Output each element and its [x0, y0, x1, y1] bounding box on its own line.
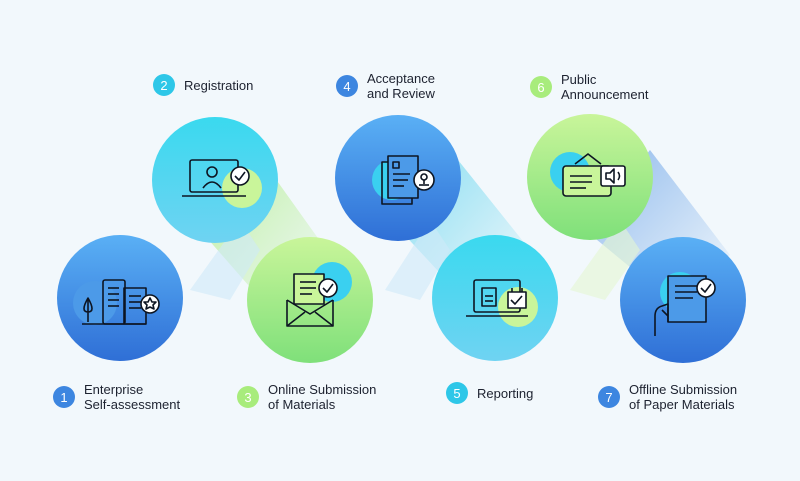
step-3-node — [247, 237, 373, 363]
step-7-subtitle: of Paper Materials — [629, 397, 735, 412]
step-2-node — [152, 117, 278, 243]
laptop-user-check-icon — [182, 159, 250, 197]
step-2-number: 2 — [153, 74, 175, 96]
connector-trail-5-4 — [385, 220, 450, 300]
step-1-number: 1 — [53, 386, 75, 408]
step-5-label: 5 Reporting — [446, 382, 533, 404]
step-3-number: 3 — [237, 386, 259, 408]
step-3-label: 3 Online Submission of Materials — [237, 382, 376, 412]
step-4-number: 4 — [336, 75, 358, 97]
step-6-label: 6 Public Announcement — [530, 72, 648, 102]
step-1-title: Enterprise — [84, 382, 144, 397]
step-5-title: Reporting — [477, 385, 534, 401]
documents-stamp-icon — [381, 155, 435, 205]
connector-trail-7-6 — [570, 220, 640, 300]
hand-document-check-icon — [654, 275, 716, 336]
board-speaker-icon — [562, 153, 626, 197]
step-6-title: Public — [561, 72, 597, 87]
step-1-node — [57, 235, 183, 361]
step-7-node — [620, 237, 746, 363]
step-1-label: 1 Enterprise Self-assessment — [53, 382, 180, 412]
step-4-label: 4 Acceptance and Review — [336, 71, 435, 101]
step-3-title: Online Submission — [268, 382, 377, 397]
step-2-label: 2 Registration — [153, 74, 253, 96]
step-6-number: 6 — [530, 76, 552, 98]
step-6-node — [527, 114, 653, 240]
step-5-node — [432, 235, 558, 361]
step-5-number: 5 — [446, 382, 468, 404]
step-4-subtitle: and Review — [367, 86, 435, 101]
step-7-number: 7 — [598, 386, 620, 408]
step-4-title: Acceptance — [367, 71, 435, 86]
step-1-subtitle: Self-assessment — [84, 397, 181, 412]
step-2-title: Registration — [184, 77, 254, 93]
laptop-report-check-icon — [466, 279, 528, 317]
step-4-node — [335, 115, 461, 241]
step-3-subtitle: of Materials — [268, 397, 336, 412]
envelope-document-check-icon — [286, 273, 338, 327]
step-7-title: Offline Submission — [629, 382, 738, 397]
step-7-label: 7 Offline Submission of Paper Materials — [598, 382, 737, 412]
building-tree-star-icon — [82, 279, 160, 325]
step-6-subtitle: Announcement — [561, 87, 649, 102]
connector-trail-3-2 — [190, 220, 260, 300]
